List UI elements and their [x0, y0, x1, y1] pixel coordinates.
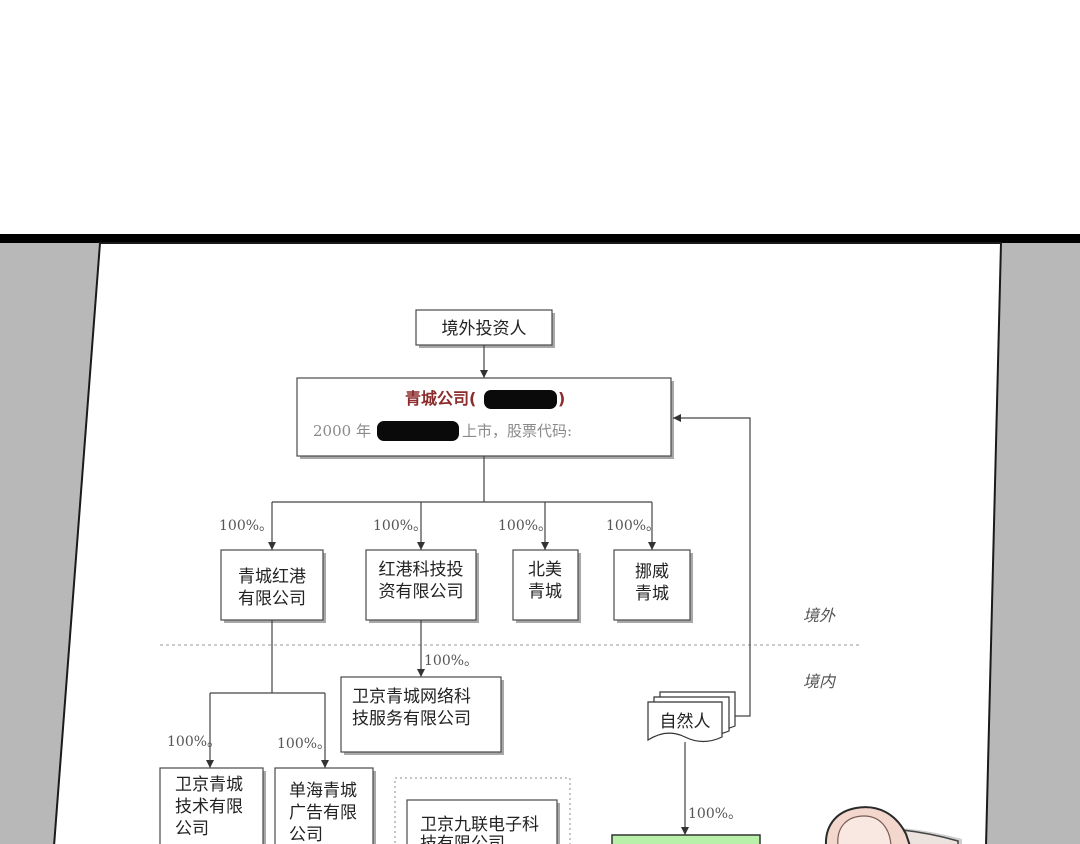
zone-label-domestic: 境内: [803, 672, 837, 691]
advertising-company-box: [274, 767, 374, 844]
share-label: 100%。: [498, 518, 552, 534]
company-name-line: 单海青城: [289, 781, 357, 801]
share-label: 100%。: [424, 653, 478, 669]
paper-sheet: [53, 242, 1003, 844]
company-name-line: 青城红港: [238, 567, 306, 587]
natural-person-label: 自然人: [660, 712, 711, 732]
company-name-line: 青城: [635, 584, 669, 604]
technology-company-box: [159, 767, 264, 844]
natural-person-page-front: [647, 701, 723, 743]
investor-label: 境外投资人: [442, 319, 527, 339]
company-name-line: 卫京九联电子科: [420, 815, 539, 835]
network-service-company-box: [340, 676, 502, 753]
company-name-line: 资有限公司: [379, 582, 464, 602]
parent-listing-suffix: 上市，股票代码:: [462, 422, 572, 440]
company-name-line: 技有限公司: [420, 834, 505, 844]
tech-invest-company-box: [365, 549, 477, 621]
company-name-line: 卫京青城网络科: [352, 687, 471, 707]
green-company-box: [611, 834, 761, 844]
jiulian-company-box: [406, 799, 558, 844]
company-name-line: 北美: [528, 560, 562, 580]
company-name-line: 技服务有限公司: [352, 709, 471, 729]
redaction-mark: [377, 421, 459, 441]
company-name-line: 有限公司: [238, 589, 306, 609]
share-label: 100%。: [219, 518, 273, 534]
company-name-line: 红港科技投: [379, 560, 464, 580]
company-name-line: 广告有限: [289, 803, 357, 823]
share-label: 100%。: [373, 518, 427, 534]
zone-label-overseas: 境外: [803, 606, 836, 625]
company-name-line: 公司: [289, 825, 323, 844]
share-label: 100%。: [167, 734, 221, 750]
parent-name-suffix: ): [558, 389, 565, 408]
company-name-line: 技术有限: [175, 797, 243, 817]
dotted-group-frame: [394, 777, 571, 844]
redaction-mark: [484, 390, 557, 409]
parent-company-box: [296, 377, 672, 457]
nuowei-company-box: [613, 549, 691, 621]
natural-person-to-parent-arrow: [673, 414, 751, 717]
share-label: 100%。: [606, 518, 660, 534]
parent-listing-prefix: 2000 年: [313, 422, 371, 440]
company-name-line: 卫京青城: [175, 775, 243, 795]
company-name-line: 公司: [175, 819, 209, 839]
company-name-line: 青城: [528, 582, 562, 602]
share-label: 100%。: [277, 736, 331, 752]
fingernail: [837, 815, 892, 844]
company-name-line: 挪威: [635, 562, 669, 582]
parent-name-prefix: 青城公司(: [405, 389, 476, 408]
panel-border: [0, 234, 1080, 243]
share-label: 100%。: [688, 806, 742, 822]
top-blank-area: [0, 0, 1080, 235]
hand-back: [901, 829, 959, 844]
honggang-company-box: [220, 549, 324, 621]
beimei-company-box: [512, 549, 579, 621]
